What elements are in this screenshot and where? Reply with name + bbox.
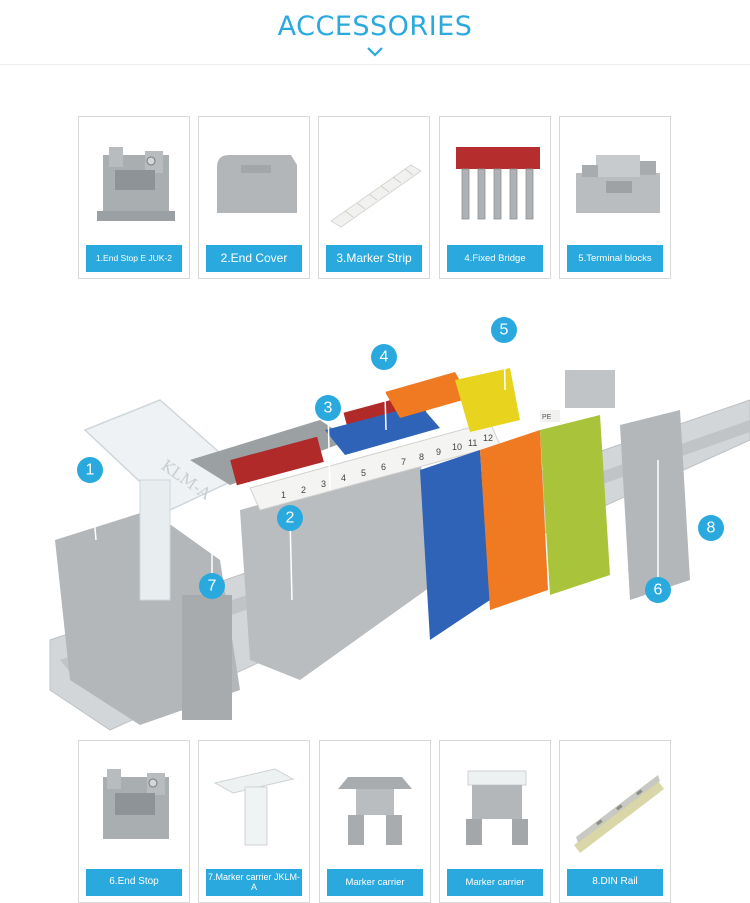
svg-text:2: 2	[286, 510, 295, 527]
accessory-card-end-cover[interactable]: 2.End Cover	[198, 116, 310, 279]
card-label: Marker carrier	[447, 869, 543, 896]
marker-number: 3	[321, 479, 326, 489]
marker-number: 1	[281, 490, 286, 500]
end-cover-image	[217, 155, 297, 213]
card-label: 4.Fixed Bridge	[447, 245, 543, 272]
card-label: Marker carrier	[327, 869, 423, 896]
fixed-bridge-image	[456, 147, 540, 220]
svg-text:1: 1	[86, 462, 95, 479]
marker-number: 2	[301, 485, 306, 495]
svg-text:4: 4	[380, 349, 389, 366]
callout-2: 2	[277, 505, 303, 601]
card-label: 8.DIN Rail	[567, 869, 663, 896]
svg-text:3: 3	[324, 400, 333, 417]
terminal-blocks-image	[576, 155, 660, 213]
accessory-card-fixed-bridge[interactable]: 4.Fixed Bridge	[439, 116, 551, 279]
header-divider	[0, 64, 750, 65]
end-stop-image	[103, 769, 169, 839]
marker-number: 6	[381, 462, 386, 472]
accessory-card-terminal-blocks[interactable]: 5.Terminal blocks	[559, 116, 671, 279]
svg-text:6: 6	[654, 582, 663, 599]
marker-number: 7	[401, 457, 406, 467]
accessory-card-marker-strip[interactable]: 3.Marker Strip	[318, 116, 430, 279]
card-label: 5.Terminal blocks	[567, 245, 663, 272]
callout-5: 5	[491, 317, 517, 391]
marker-carrier-image	[466, 770, 528, 845]
marker-number: 9	[436, 447, 441, 457]
card-label: 2.End Cover	[206, 245, 302, 272]
marker-number: 4	[341, 473, 346, 483]
callout-1: 1	[77, 457, 103, 541]
chevron-down-icon	[367, 47, 383, 57]
svg-text:7: 7	[208, 578, 217, 595]
marker-carrier-image	[213, 768, 295, 846]
callout-8: 8	[698, 485, 724, 541]
callout-4: 4	[371, 344, 397, 431]
svg-text:8: 8	[707, 520, 716, 537]
marker-strip-image	[330, 164, 422, 228]
callout-3: 3	[315, 395, 341, 491]
callout-7: 7	[199, 510, 225, 599]
marker-number: 11	[468, 438, 477, 448]
page-title: ACCESSORIES	[277, 11, 473, 42]
card-label: 1.End Stop E JUK-2	[86, 245, 182, 272]
marker-carrier-image	[338, 777, 412, 845]
marker-number: 10	[452, 442, 462, 452]
card-label: 6.End Stop	[86, 869, 182, 896]
accessory-card-marker-carrier-gray[interactable]: Marker carrier	[319, 740, 431, 903]
accessory-card-end-stop-juk2[interactable]: 1.End Stop E JUK-2	[78, 116, 190, 279]
accessories-header: ACCESSORIES	[0, 0, 750, 72]
accessory-card-marker-carrier-jklm-a[interactable]: 7.Marker carrier JKLM-A	[198, 740, 310, 903]
svg-text:5: 5	[500, 322, 509, 339]
marker-number: 12	[483, 433, 493, 443]
end-stop-image	[97, 147, 175, 221]
accessory-card-din-rail[interactable]: 8.DIN Rail	[559, 740, 671, 903]
marker-number: 8	[419, 452, 424, 462]
din-rail-image	[574, 775, 664, 853]
accessory-card-end-stop[interactable]: 6.End Stop	[78, 740, 190, 903]
card-label: 7.Marker carrier JKLM-A	[206, 869, 302, 896]
card-label: 3.Marker Strip	[326, 245, 422, 272]
pe-marker: PE	[542, 414, 552, 421]
terminal-assembly-image: KLM-A 1 2 3 4 5 6 7 8 9 10 11 12 PE 1 2 …	[49, 317, 750, 731]
callout-6: 6	[645, 460, 671, 603]
accessory-card-marker-carrier[interactable]: Marker carrier	[439, 740, 551, 903]
marker-number: 5	[361, 468, 366, 478]
